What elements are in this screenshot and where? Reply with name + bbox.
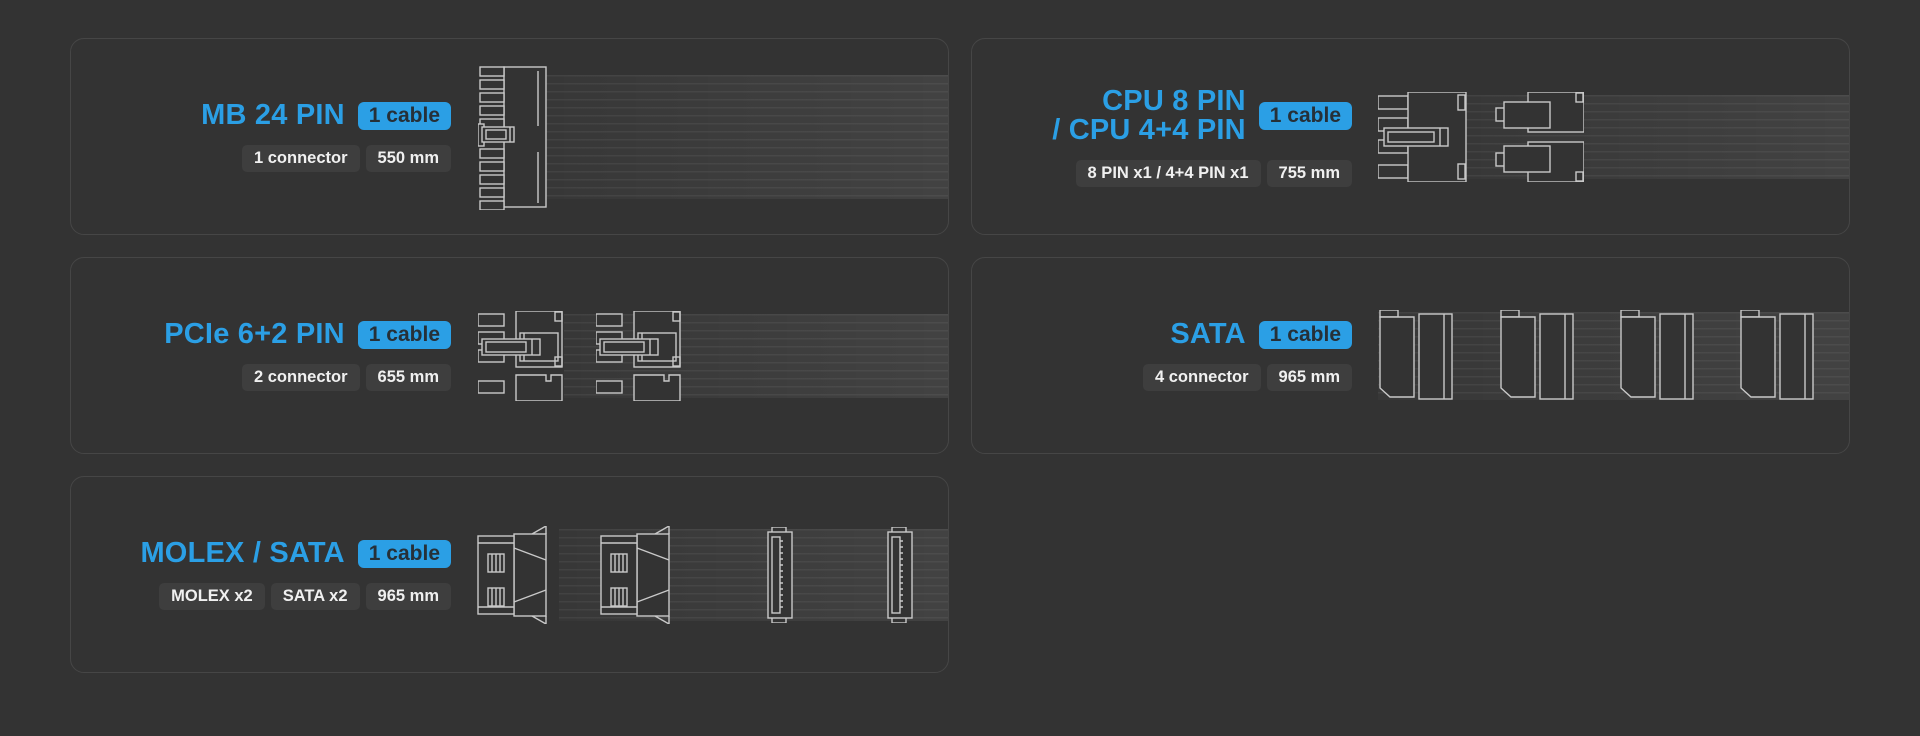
- card-info: SATA 1 cable 4 connector 965 mm: [972, 258, 1352, 453]
- card-mb-24-pin: MB 24 PIN 1 cable 1 connector 550 mm: [70, 38, 949, 235]
- cable-length-chip: 655 mm: [365, 364, 451, 391]
- pcie-6plus2-connector-icon: [596, 310, 681, 401]
- sata-end-connector-icon: [887, 526, 913, 623]
- cable-length-chip: 550 mm: [365, 145, 451, 172]
- molex-connector-icon: [477, 525, 547, 624]
- card-cpu-8-pin: CPU 8 PIN/ CPU 4+4 PIN 1 cable 8 PIN x1 …: [971, 38, 1850, 235]
- molex-connector-icon: [600, 525, 670, 624]
- card-sata: SATA 1 cable 4 connector 965 mm: [971, 257, 1850, 454]
- cable-ribbon: [546, 74, 948, 199]
- connector-count-chip: 4 connector: [1143, 364, 1261, 391]
- cpu-8pin-and-4plus4-connectors-icon: [1378, 91, 1584, 182]
- connector-count-chip: 2 connector: [242, 364, 360, 391]
- spec-chips: 4 connector 965 mm: [1143, 364, 1352, 391]
- sata-count-chip: SATA x2: [270, 583, 360, 610]
- cable-drawing-area: [471, 258, 948, 453]
- connector-count-chip: 8 PIN x1 / 4+4 PIN x1: [1075, 159, 1261, 187]
- cable-drawing-area: [471, 39, 948, 234]
- molex-count-chip: MOLEX x2: [159, 583, 265, 610]
- cable-drawing-area: [1372, 39, 1849, 234]
- spec-chips: 8 PIN x1 / 4+4 PIN x1 755 mm: [1075, 159, 1352, 187]
- spec-chips: MOLEX x2 SATA x2 965 mm: [159, 583, 451, 610]
- cable-count-badge: 1 cable: [1258, 101, 1352, 130]
- cable-count-badge: 1 cable: [357, 320, 451, 349]
- atx-24pin-connector-icon: [478, 65, 547, 210]
- sata-connector-icon: [1500, 309, 1574, 400]
- card-title: CPU 8 PIN/ CPU 4+4 PIN: [1052, 84, 1246, 146]
- card-info: PCIe 6+2 PIN 1 cable 2 connector 655 mm: [71, 258, 451, 453]
- sata-connector-icon: [1740, 309, 1814, 400]
- card-info: CPU 8 PIN/ CPU 4+4 PIN 1 cable 8 PIN x1 …: [972, 39, 1352, 234]
- connector-count-chip: 1 connector: [242, 145, 360, 172]
- card-pcie-6plus2-pin: PCIe 6+2 PIN 1 cable 2 connector 655 mm: [70, 257, 949, 454]
- sata-connector-icon: [1620, 309, 1694, 400]
- cable-count-badge: 1 cable: [1258, 320, 1352, 349]
- cable-length-chip: 755 mm: [1266, 159, 1352, 187]
- cable-drawing-area: [1372, 258, 1849, 453]
- card-info: MB 24 PIN 1 cable 1 connector 550 mm: [71, 39, 451, 234]
- spec-chips: 2 connector 655 mm: [242, 364, 451, 391]
- card-title: MOLEX / SATA: [140, 537, 345, 569]
- card-title: PCIe 6+2 PIN: [164, 318, 345, 350]
- card-title: MB 24 PIN: [201, 99, 345, 131]
- pcie-6plus2-connector-icon: [478, 310, 563, 401]
- card-title: SATA: [1170, 318, 1246, 350]
- cable-length-chip: 965 mm: [1266, 364, 1352, 391]
- cable-spec-grid: MB 24 PIN 1 cable 1 connector 550 mm: [70, 38, 1850, 673]
- cable-count-badge: 1 cable: [357, 539, 451, 568]
- card-molex-sata: MOLEX / SATA 1 cable MOLEX x2 SATA x2 96…: [70, 476, 949, 673]
- sata-end-connector-icon: [767, 526, 793, 623]
- cable-ribbon: [564, 313, 948, 398]
- cable-drawing-area: [471, 477, 948, 672]
- cable-length-chip: 965 mm: [365, 583, 451, 610]
- spec-chips: 1 connector 550 mm: [242, 145, 451, 172]
- sata-connector-icon: [1379, 309, 1453, 400]
- cable-count-badge: 1 cable: [357, 101, 451, 130]
- card-info: MOLEX / SATA 1 cable MOLEX x2 SATA x2 96…: [71, 477, 451, 672]
